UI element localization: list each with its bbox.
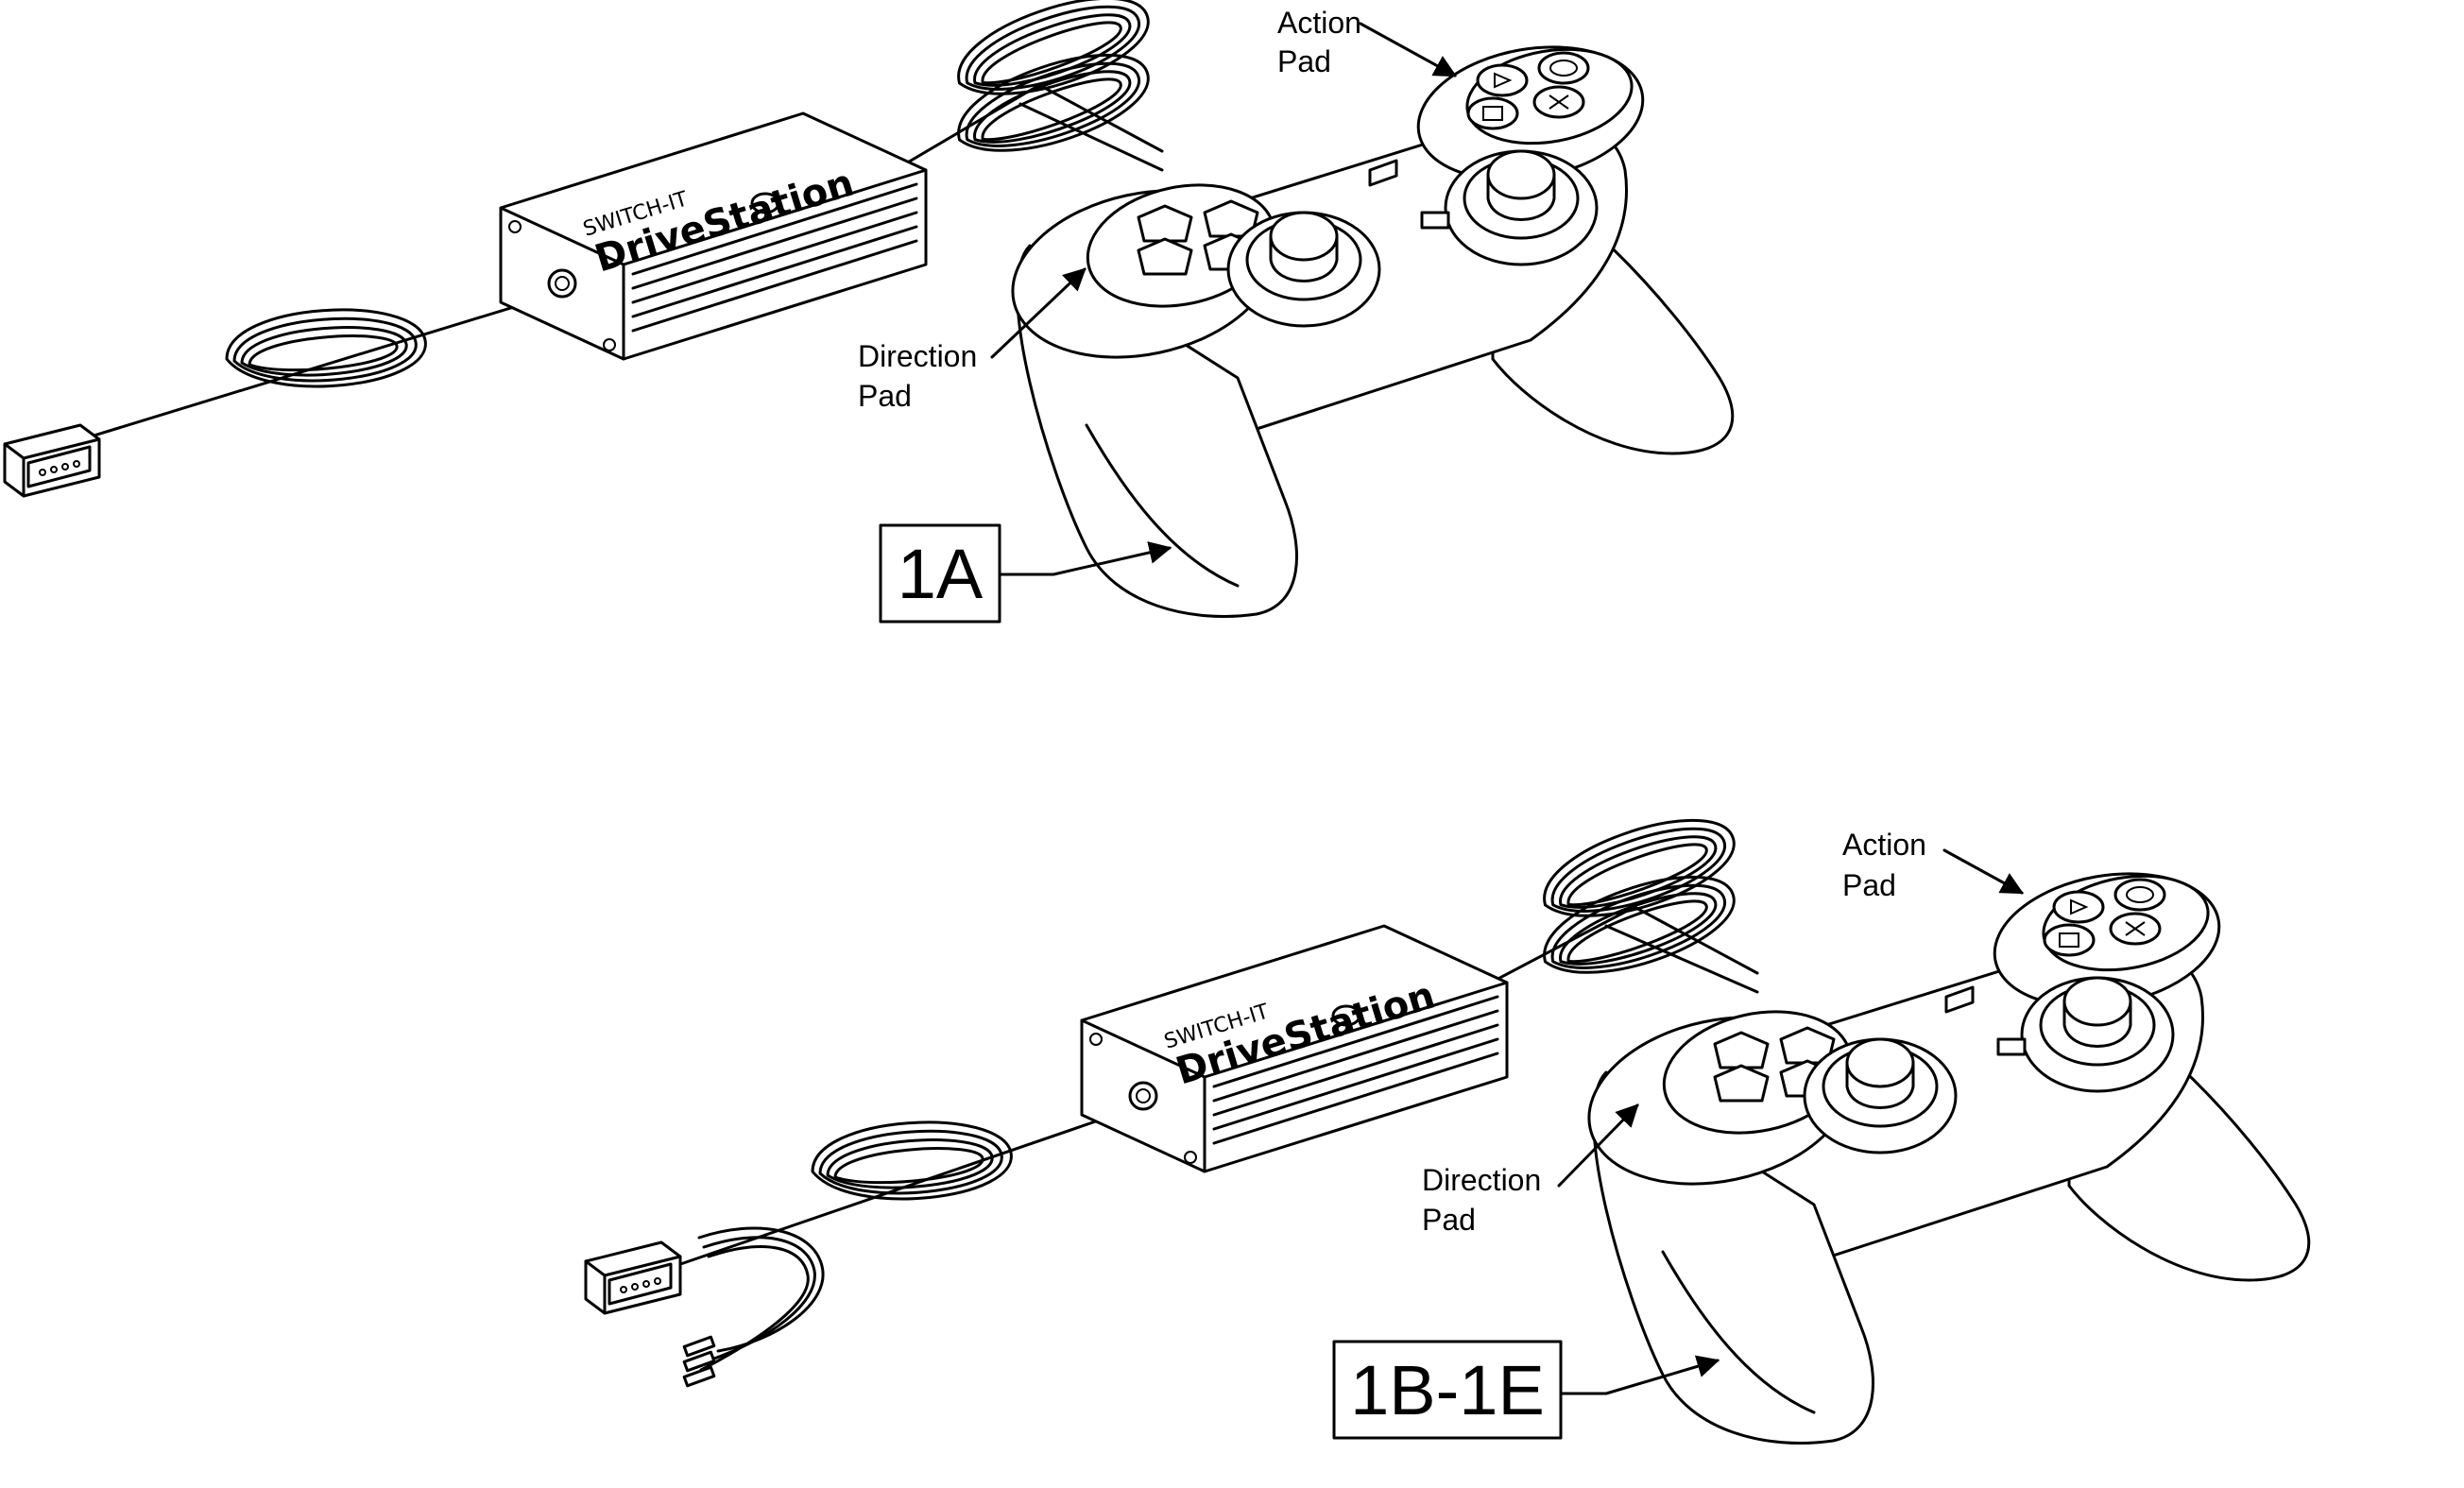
leader-arrow — [990, 267, 1087, 359]
leader-arrow — [998, 541, 1172, 576]
db9-connector — [584, 1240, 682, 1315]
game-controller — [995, 28, 1735, 618]
coiled-cable — [1531, 861, 1746, 990]
item-id-label: 1B-1E — [1350, 1351, 1545, 1429]
switch-jacks — [682, 1226, 825, 1388]
leader-arrow — [1557, 1103, 1639, 1188]
leader-arrow — [1942, 848, 2025, 895]
callout-action: Action Pad — [1277, 6, 1370, 78]
coiled-cable — [225, 308, 427, 388]
callout-action: Action Pad — [1842, 828, 1935, 902]
coiled-cable — [945, 39, 1160, 168]
cable — [64, 300, 531, 446]
game-controller — [1571, 855, 2311, 1445]
db9-connector — [3, 423, 101, 498]
drivestation-box: SWITCH-IT DriveStation — [1080, 924, 1509, 1173]
assembly-1b-1e: SWITCH-IT DriveStation Action Pad Direct… — [584, 804, 2311, 1445]
cable — [1604, 924, 1759, 994]
drivestation-box: SWITCH-IT DriveStation — [499, 111, 928, 361]
item-id-label: 1A — [898, 535, 984, 613]
item-id-box — [1332, 1340, 1563, 1440]
leader-arrow — [1559, 1355, 1720, 1395]
callout-direction: Direction Pad — [1422, 1163, 1549, 1237]
leader-arrow — [1359, 22, 1458, 77]
callout-direction: Direction Pad — [858, 339, 985, 413]
assembly-1a: SWITCH-IT DriveStation Action Pad Direct… — [3, 0, 1735, 624]
cable — [1018, 102, 1164, 172]
coiled-cable — [811, 1120, 1013, 1201]
